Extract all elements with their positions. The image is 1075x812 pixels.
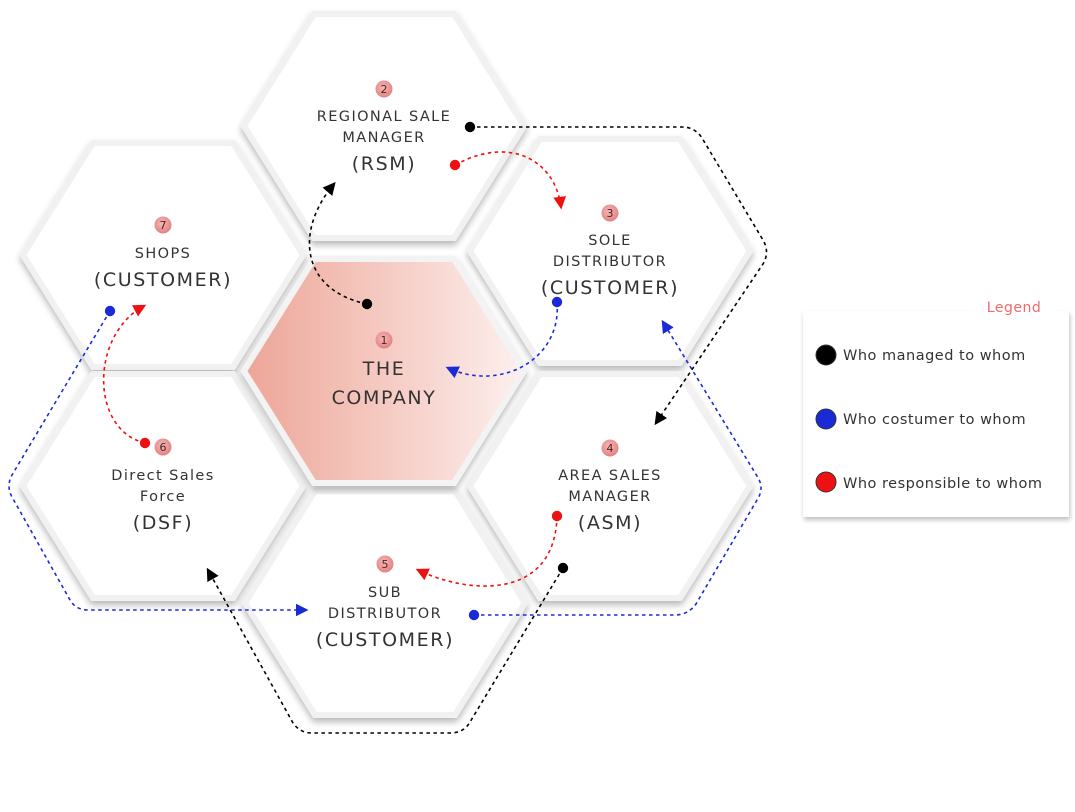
number-badge-shops <box>154 216 172 234</box>
hexagon-shops <box>19 140 307 370</box>
hexagon-layer <box>19 11 754 718</box>
node-title-rsm: REGIONAL SALE <box>317 109 451 125</box>
number-label-rsm: 2 <box>381 83 388 96</box>
legend-swatch-managed <box>815 344 837 366</box>
connector-company-to-rsm <box>308 182 368 305</box>
node-title-sub-distributor: DISTRIBUTOR <box>328 606 442 622</box>
connector-dot <box>468 609 480 621</box>
legend-title: Legend <box>987 300 1041 316</box>
connector-layer <box>8 121 768 734</box>
connector-dsf-to-shops <box>102 304 147 444</box>
legend-swatch-responsible <box>815 471 837 493</box>
number-badge-sole-distributor <box>601 204 619 222</box>
number-label-dsf: 6 <box>160 441 167 454</box>
node-title-shops: SHOPS <box>135 246 191 262</box>
node-subtitle-sub-distributor: (CUSTOMER) <box>316 629 454 651</box>
connector-dot <box>139 437 151 449</box>
node-title-asm: MANAGER <box>568 489 651 505</box>
legend: Legend Who managed to whom Who costumer … <box>803 294 1069 517</box>
connector-rsm-to-asm <box>470 126 768 426</box>
node-title-sub-distributor: SUB <box>368 585 402 601</box>
node-title-sole-distributor: SOLE <box>588 233 631 249</box>
node-subtitle-asm: (ASM) <box>578 512 642 534</box>
connector-dot <box>449 159 461 171</box>
node-subtitle-sole-distributor: (CUSTOMER) <box>541 277 679 299</box>
hexagon-sub-distributor <box>241 488 529 718</box>
connector-dot <box>104 305 116 317</box>
number-label-shops: 7 <box>160 219 167 232</box>
legend-label-managed: Who managed to whom <box>843 348 1026 364</box>
node-title-company: THE <box>362 358 406 380</box>
connector-sub-distributor-to-sole-distributor <box>474 319 762 616</box>
hexagon-asm <box>466 371 754 601</box>
node-title-dsf: Force <box>140 489 186 505</box>
legend-label-customer: Who costumer to whom <box>843 412 1026 428</box>
hexagon-company <box>240 256 528 486</box>
number-badge-rsm <box>375 80 393 98</box>
hexagon-rsm <box>240 11 528 241</box>
connector-dot <box>551 510 563 522</box>
legend-title-tab <box>973 294 1055 318</box>
hexagon-dsf <box>19 371 307 601</box>
connector-asm-to-sub-distributor <box>415 515 558 587</box>
number-label-asm: 4 <box>607 442 614 455</box>
legend-box <box>803 311 1069 517</box>
node-title-dsf: Direct Sales <box>111 468 214 484</box>
connector-dot <box>557 562 569 574</box>
node-title-rsm: MANAGER <box>342 130 425 146</box>
number-label-sub-distributor: 5 <box>382 558 389 571</box>
node-subtitle-shops: (CUSTOMER) <box>94 269 232 291</box>
connector-asm-to-dsf <box>206 567 564 734</box>
number-badge-asm <box>601 439 619 457</box>
connector-dot <box>361 298 373 310</box>
number-label-sole-distributor: 3 <box>607 207 614 220</box>
connector-rsm-to-sole-distributor <box>454 151 567 210</box>
legend-swatch-customer <box>815 408 837 430</box>
number-label-company: 1 <box>381 334 388 347</box>
number-badge-company <box>375 331 393 349</box>
connector-dot <box>464 121 476 133</box>
hexagon-sole-distributor <box>466 136 754 366</box>
number-badge-dsf <box>154 438 172 456</box>
legend-label-responsible: Who responsible to whom <box>843 476 1042 492</box>
node-title-asm: AREA SALES <box>558 468 662 484</box>
node-title-sole-distributor: DISTRIBUTOR <box>553 254 667 270</box>
connector-dot <box>551 296 563 308</box>
node-subtitle-rsm: (RSM) <box>352 153 416 175</box>
node-title-company: COMPANY <box>332 387 437 409</box>
connector-shops-to-sub-distributor <box>8 310 309 617</box>
number-badge-sub-distributor <box>376 555 394 573</box>
node-subtitle-dsf: (DSF) <box>133 512 193 534</box>
connector-sole-distributor-to-company <box>445 301 558 379</box>
